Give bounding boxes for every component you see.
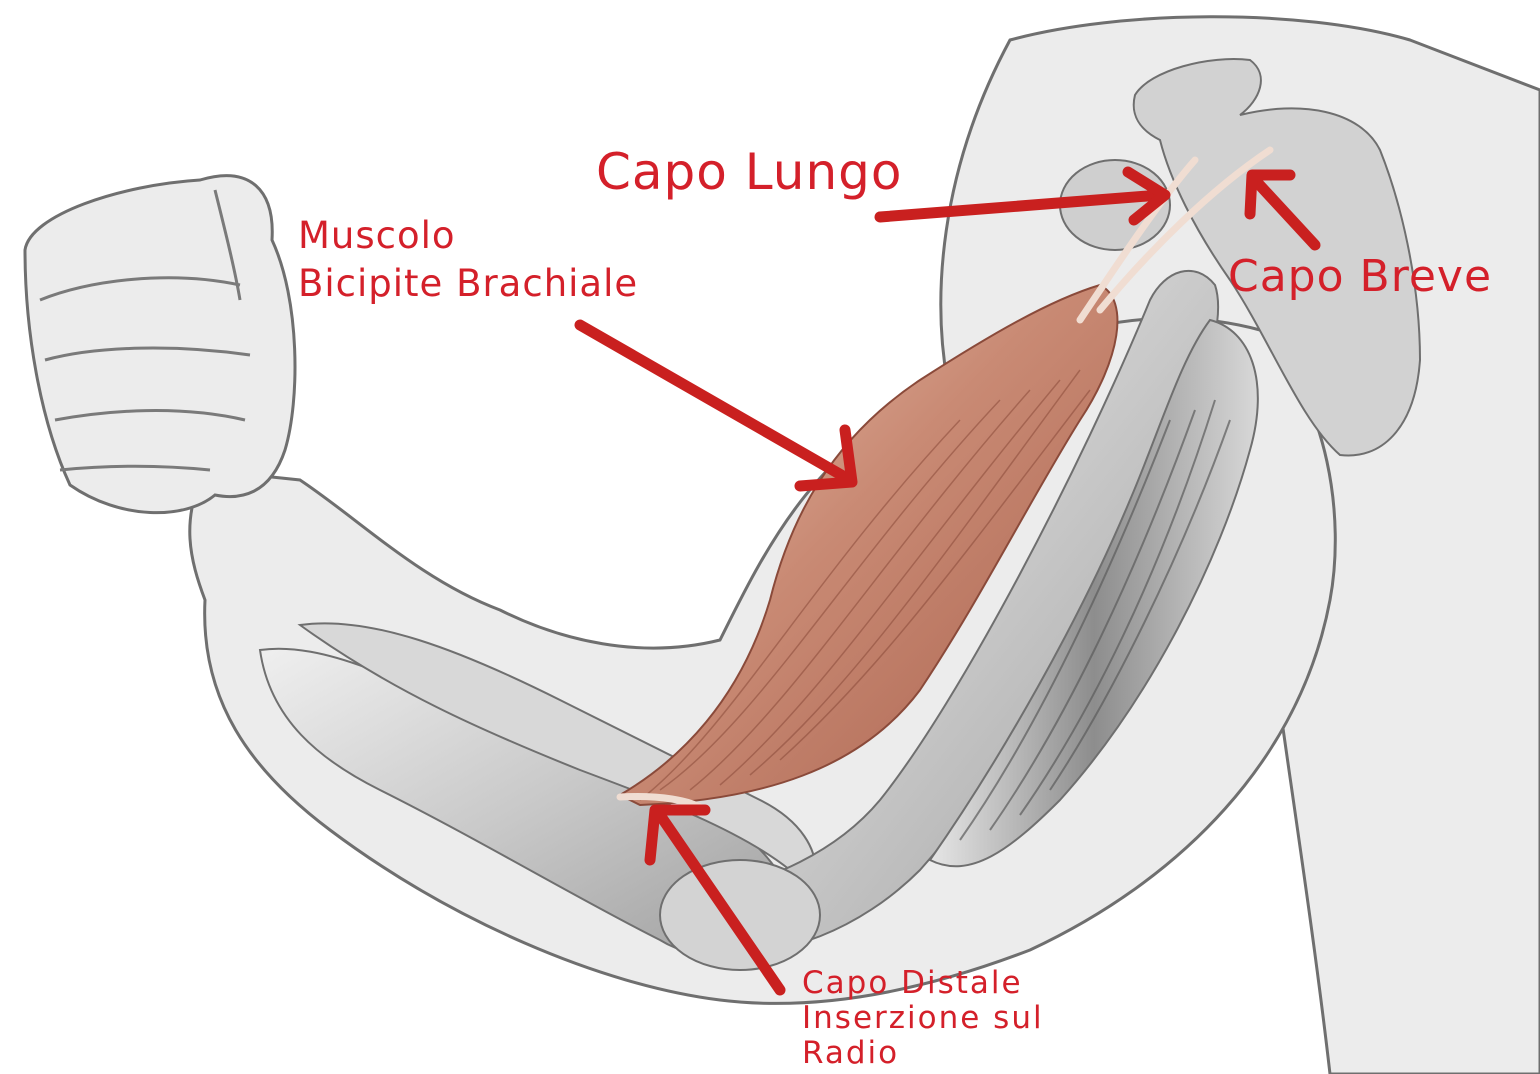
label-distale-line3: Radio [802,1036,1044,1071]
label-distale-line2: Inserzione sul [802,1001,1044,1036]
elbow-joint [660,860,820,970]
label-capo-lungo: Capo Lungo [596,142,902,202]
label-distale-line1: Capo Distale [802,966,1044,1001]
label-muscolo-bicipite: Muscolo Bicipite Brachiale [298,212,638,308]
label-muscolo-line2: Bicipite Brachiale [298,260,638,308]
label-capo-breve: Capo Breve [1228,250,1492,304]
fist [25,176,295,513]
label-muscolo-line1: Muscolo [298,212,638,260]
label-capo-distale: Capo Distale Inserzione sul Radio [802,966,1044,1071]
